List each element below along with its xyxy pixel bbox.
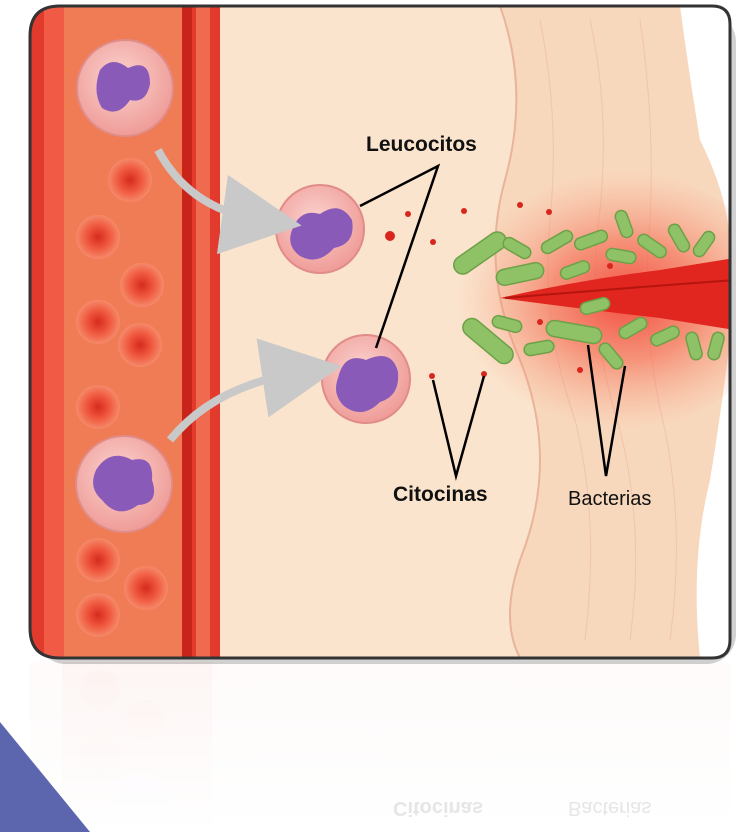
leukocyte-vessel-bottom bbox=[76, 436, 172, 532]
reflection-label-bacterias: Bacterias bbox=[568, 796, 651, 819]
reflection-label-citocinas: Citocinas bbox=[393, 796, 483, 819]
diagram-panel bbox=[30, 6, 753, 658]
label-citocinas: Citocinas bbox=[393, 483, 488, 507]
label-leucocitos: Leucocitos bbox=[366, 133, 477, 157]
leukocyte-migrating-top bbox=[276, 185, 364, 273]
label-bacterias: Bacterias bbox=[568, 488, 651, 511]
leukocyte-migrating-bottom bbox=[322, 335, 410, 423]
leukocyte-vessel-top bbox=[77, 40, 173, 136]
